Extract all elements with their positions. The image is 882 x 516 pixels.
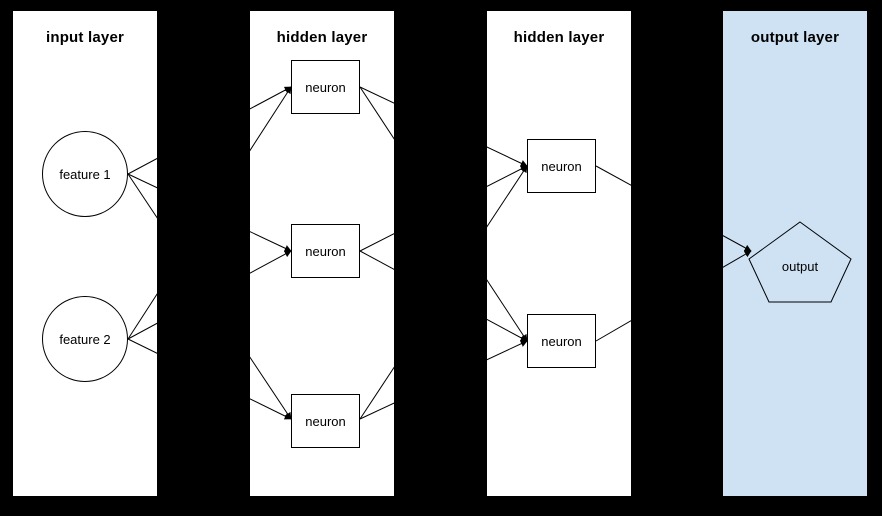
node-h2-neuron-1[interactable]: neuron: [527, 139, 596, 193]
layer-panel-hidden-2: hidden layer: [486, 10, 632, 497]
node-h1-neuron-2[interactable]: neuron: [291, 224, 360, 278]
node-h1-neuron-2-label: neuron: [305, 243, 346, 259]
node-h2-neuron-2[interactable]: neuron: [527, 314, 596, 368]
gap-mask-left: [0, 0, 12, 516]
gap-mask-1: [159, 0, 249, 516]
gap-mask-2: [396, 0, 486, 516]
node-h2-neuron-1-label: neuron: [541, 158, 582, 174]
gap-mask-right: [868, 0, 882, 516]
layer-title-input: input layer: [45, 29, 125, 46]
layer-panel-input: input layer: [12, 10, 158, 497]
node-output-label: output: [781, 259, 819, 274]
gap-mask-3: [633, 0, 722, 516]
gap-mask-bottom: [0, 497, 882, 516]
layer-title-hidden-1: hidden layer: [276, 29, 368, 46]
node-h2-neuron-2-label: neuron: [541, 333, 582, 349]
layer-title-hidden-2: hidden layer: [513, 29, 605, 46]
node-feature-2[interactable]: feature 2: [42, 296, 128, 382]
pentagon-shape: [748, 221, 852, 303]
node-h1-neuron-3[interactable]: neuron: [291, 394, 360, 448]
node-feature-1-label: feature 1: [59, 166, 111, 182]
node-feature-2-label: feature 2: [59, 331, 111, 347]
node-h1-neuron-1-label: neuron: [305, 79, 346, 95]
node-h1-neuron-1[interactable]: neuron: [291, 60, 360, 114]
gap-mask-top: [0, 0, 882, 10]
layer-title-output: output layer: [750, 29, 840, 46]
node-output[interactable]: output: [748, 221, 852, 303]
node-feature-1[interactable]: feature 1: [42, 131, 128, 217]
node-h1-neuron-3-label: neuron: [305, 413, 346, 429]
